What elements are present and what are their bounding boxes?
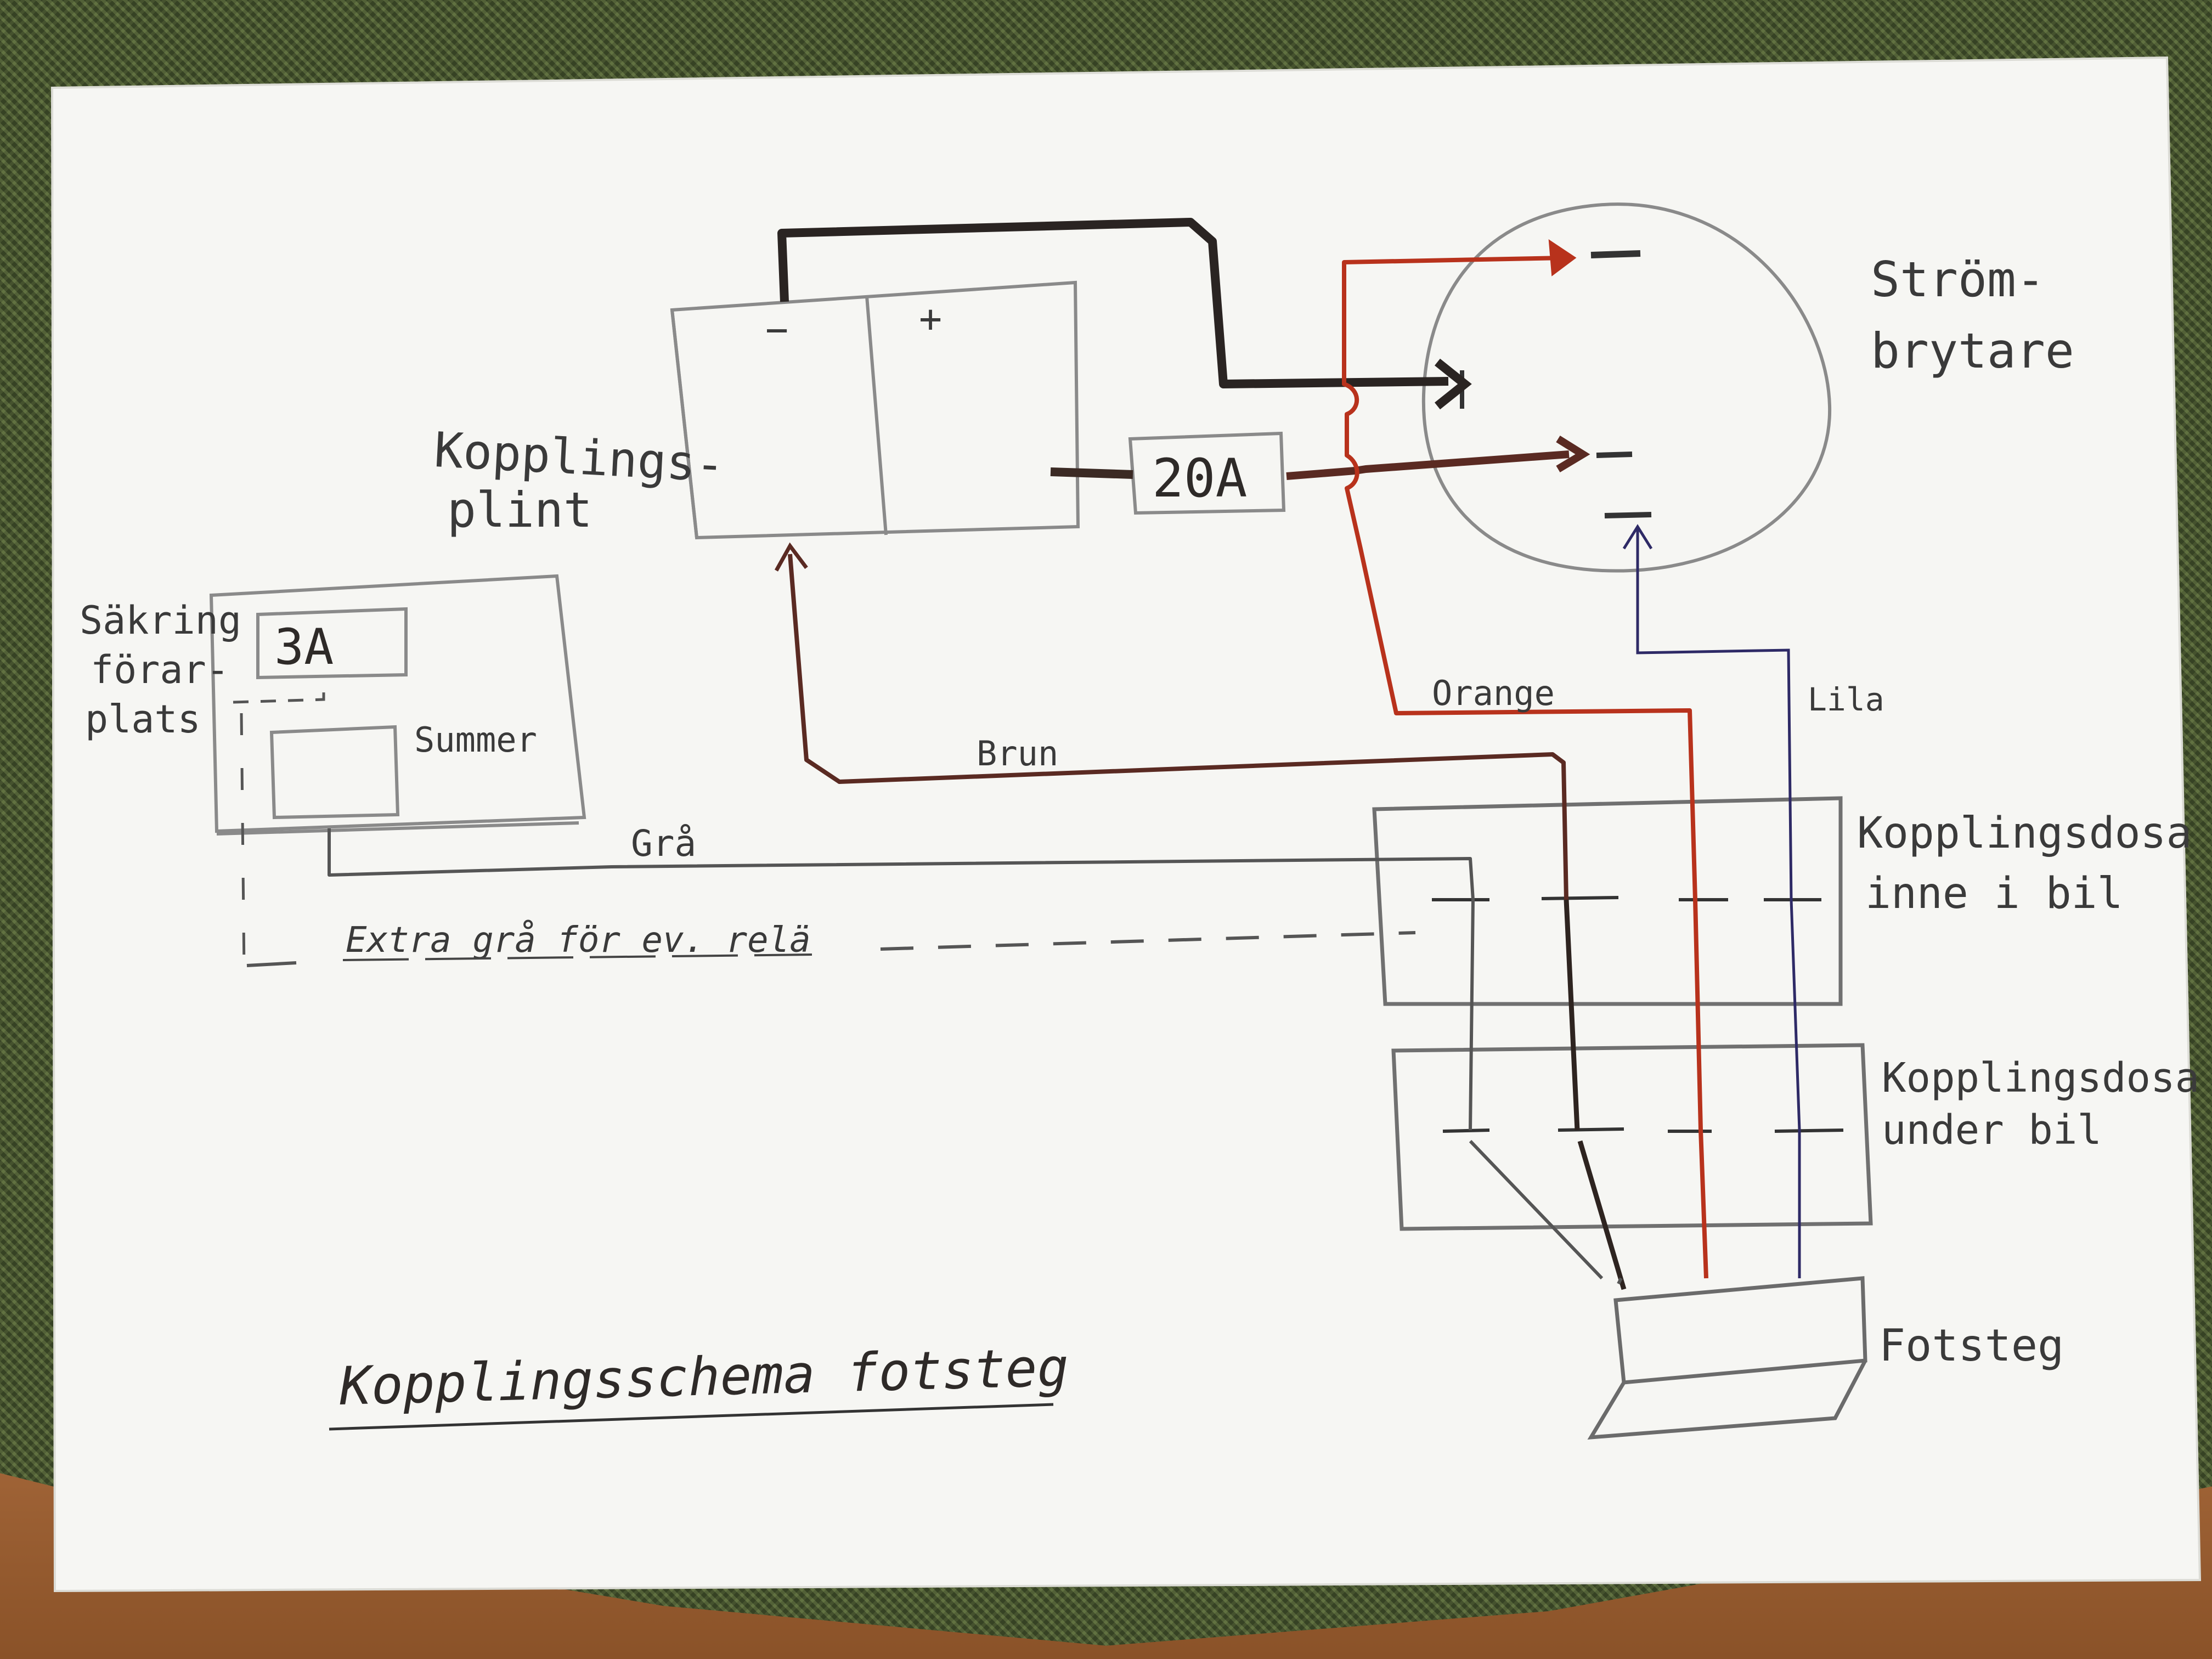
grey-extra-stub xyxy=(246,961,297,967)
buzzer-dashed-link xyxy=(233,689,325,704)
switch-label-1: Ström- xyxy=(1871,251,2045,308)
brown-wire-arrowhead xyxy=(1556,436,1590,473)
grey-wire xyxy=(328,828,1623,1285)
footstep xyxy=(1587,1276,1867,1440)
fuse-box-label-1: Säkring xyxy=(80,598,241,643)
black-wire-arrowhead xyxy=(1435,358,1472,410)
brown-wire-fuse-to-switch xyxy=(1286,450,1570,480)
fuse-3a-label: 3A xyxy=(274,618,334,676)
brown-return-arrowhead xyxy=(774,542,808,572)
terminal-plus-symbol: + xyxy=(919,296,942,341)
fuse-20a-label: 20A xyxy=(1152,448,1247,509)
switch-label-2: brytare xyxy=(1871,323,2074,379)
orange-wire-label: Orange xyxy=(1432,673,1555,713)
diagram-title-underline xyxy=(329,1403,1054,1431)
fuse-20a-box: 20A xyxy=(1128,431,1286,515)
buzzer-dashed-down xyxy=(240,713,246,972)
junction-under-label-2: under bil xyxy=(1882,1107,2102,1154)
brown-wire-to-fuse xyxy=(1050,467,1133,479)
junction-inside-label-2: inne i bil xyxy=(1865,869,2123,918)
fuse-box-label-2: förar- xyxy=(91,647,229,692)
grey-extra-dashed-wire xyxy=(880,931,1416,951)
junction-under-terminals xyxy=(1442,1127,1844,1133)
paper-sheet xyxy=(50,56,2202,1593)
brown-return-wire xyxy=(788,554,1568,900)
brown-wire-down xyxy=(1564,899,1627,1290)
junction-box-inside xyxy=(1372,796,1843,1006)
grey-extra-label: Extra grå för ev. relä xyxy=(346,919,811,961)
grey-extra-label-underline xyxy=(342,953,812,961)
orange-wire xyxy=(1342,256,1708,1279)
junction-under-label-1: Kopplingsdosa xyxy=(1882,1054,2199,1102)
fuse-box-label-3: plats xyxy=(85,697,201,742)
junction-box-under xyxy=(1391,1043,1873,1231)
brown-wire-label: Brun xyxy=(977,733,1058,774)
buzzer-label: Summer xyxy=(414,720,537,760)
orange-wire-arrowhead xyxy=(1548,239,1577,276)
terminal-minus-symbol: − xyxy=(765,307,788,352)
purple-wire xyxy=(1636,527,1801,1278)
purple-wire-label: Lila xyxy=(1808,681,1884,718)
junction-inside-label-1: Kopplingsdosa xyxy=(1857,809,2192,858)
purple-wire-arrowhead xyxy=(1622,524,1653,550)
terminal-block xyxy=(670,280,1080,540)
fuse-box-driver xyxy=(209,574,586,836)
grey-wire-label: Grå xyxy=(631,822,696,865)
black-wire xyxy=(777,218,1449,388)
terminal-block-label-2: plint xyxy=(447,482,592,538)
footstep-label: Fotsteg xyxy=(1879,1320,2064,1371)
